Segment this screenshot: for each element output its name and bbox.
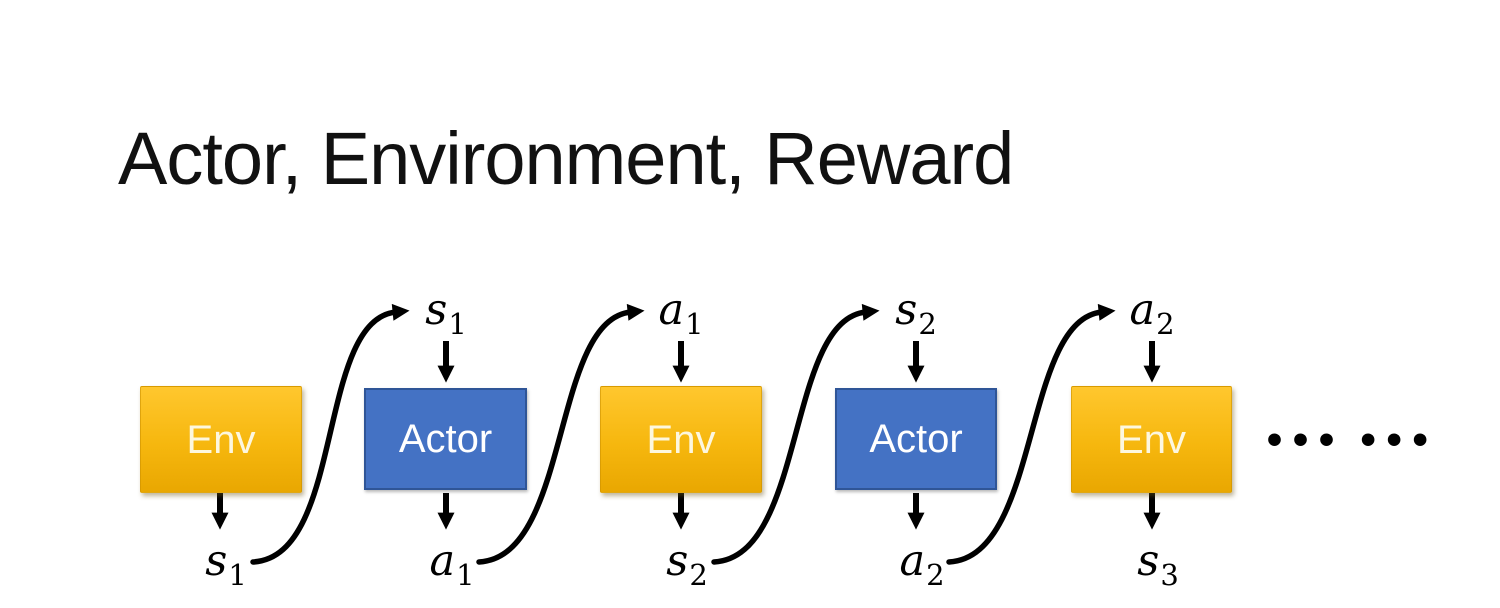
label-a2-top-letter: a — [1129, 285, 1156, 335]
label-a2-top-sub: 2 — [1156, 307, 1175, 341]
env-box-3: Env — [1071, 386, 1232, 493]
label-s1-top-sub: 1 — [448, 307, 467, 341]
actor-box-2-label: Actor — [869, 417, 963, 461]
label-s1-bottom-sub: 1 — [228, 558, 247, 592]
label-s2-top-sub: 2 — [918, 307, 937, 341]
transfer-arrow-s2 — [711, 303, 880, 565]
page-title: Actor, Environment, Reward — [118, 117, 1014, 200]
ellipsis: ••• ••• — [1263, 421, 1435, 462]
label-a1-bottom-sub: 1 — [456, 558, 475, 592]
label-s2-top: s2 — [895, 289, 937, 339]
transfer-arrow-s1 — [250, 303, 410, 565]
actor-box-1: Actor — [364, 388, 527, 490]
transfer-arrow-a2 — [946, 303, 1116, 565]
label-a1-top-letter: a — [658, 285, 685, 335]
actor-box-1-label: Actor — [398, 417, 493, 461]
label-s1-bottom-letter: s — [205, 536, 228, 586]
label-a2-top: a2 — [1129, 289, 1174, 339]
env-box-3-label: Env — [1117, 417, 1186, 462]
label-s2-bottom-sub: 2 — [689, 558, 708, 592]
label-s2-top-letter: s — [895, 285, 918, 335]
label-a1-top-sub: 1 — [685, 307, 704, 341]
label-s1-top: s1 — [425, 289, 467, 339]
env-box-2: Env — [600, 386, 762, 493]
label-a2-bottom-letter: a — [899, 536, 926, 586]
label-a1-bottom-letter: a — [429, 536, 456, 586]
label-a1-bottom: a1 — [429, 540, 474, 590]
env-box-1: Env — [140, 386, 302, 493]
label-s2-bottom-letter: s — [666, 536, 689, 586]
label-s2-bottom: s2 — [666, 540, 708, 590]
actor-box-2: Actor — [835, 388, 997, 490]
label-a2-bottom-sub: 2 — [926, 558, 945, 592]
label-s1-bottom: s1 — [205, 540, 247, 590]
label-s1-top-letter: s — [425, 285, 448, 335]
label-s3-bottom-sub: 3 — [1160, 558, 1179, 592]
env-box-1-label: Env — [186, 417, 256, 462]
label-a1-top: a1 — [658, 289, 703, 339]
label-s3-bottom: s3 — [1137, 540, 1179, 590]
label-a2-bottom: a2 — [899, 540, 944, 590]
transfer-arrow-a1 — [476, 303, 645, 565]
env-box-2-label: Env — [646, 417, 716, 462]
label-s3-bottom-letter: s — [1137, 536, 1160, 586]
